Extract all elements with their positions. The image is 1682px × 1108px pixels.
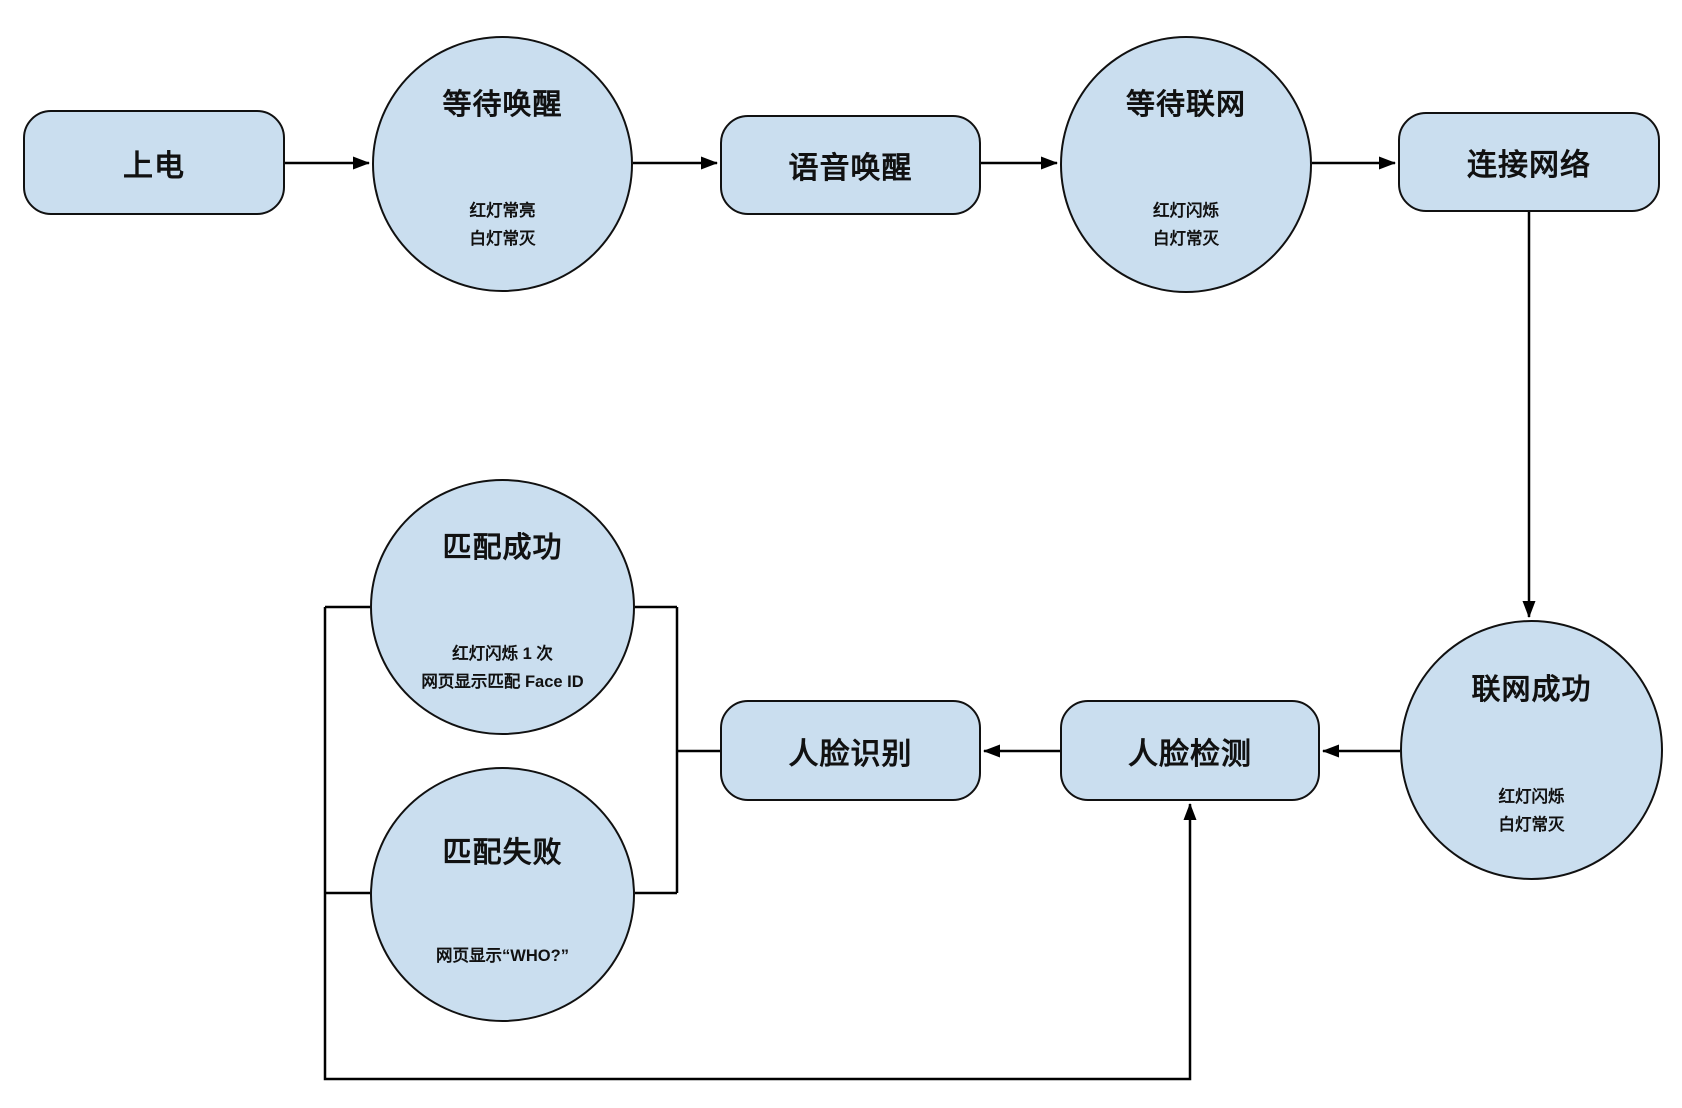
node-match-success-label: 匹配成功 <box>442 531 563 564</box>
node-face-recognize: 人脸识别 <box>720 700 981 801</box>
node-voice-wake: 语音唤醒 <box>720 115 981 215</box>
node-match-fail: 匹配失败 网页显示“WHO?” <box>370 767 635 1022</box>
node-network-success-notes: 红灯闪烁 白灯常灭 <box>1498 788 1565 835</box>
node-match-fail-label: 匹配失败 <box>442 837 563 870</box>
node-wait-wake-notes: 红灯常亮 白灯常灭 <box>469 201 536 248</box>
node-match-fail-notes: 网页显示“WHO?” <box>436 947 569 966</box>
node-voice-wake-label: 语音唤醒 <box>788 152 913 185</box>
node-face-detect: 人脸检测 <box>1060 700 1320 801</box>
node-connect-network: 连接网络 <box>1398 112 1660 212</box>
node-network-success-label: 联网成功 <box>1471 673 1592 706</box>
node-power: 上电 <box>23 110 285 215</box>
node-power-label: 上电 <box>123 149 185 183</box>
node-connect-network-label: 连接网络 <box>1467 149 1591 182</box>
node-face-recognize-label: 人脸识别 <box>788 737 913 771</box>
node-wait-wake-label: 等待唤醒 <box>442 88 563 121</box>
node-wait-wake: 等待唤醒 红灯常亮 白灯常灭 <box>372 36 633 292</box>
connector-face-recognize-fork <box>635 605 720 895</box>
node-wait-network: 等待联网 红灯闪烁 白灯常灭 <box>1060 36 1312 293</box>
node-wait-network-label: 等待联网 <box>1125 89 1246 121</box>
node-network-success: 联网成功 红灯闪烁 白灯常灭 <box>1400 620 1663 880</box>
node-face-detect-label: 人脸检测 <box>1128 737 1252 771</box>
node-match-success-notes: 红灯闪烁 1 次 网页显示匹配 Face ID <box>421 644 584 691</box>
node-match-success: 匹配成功 红灯闪烁 1 次 网页显示匹配 Face ID <box>370 479 635 735</box>
node-wait-network-notes: 红灯闪烁 白灯常灭 <box>1153 202 1219 249</box>
